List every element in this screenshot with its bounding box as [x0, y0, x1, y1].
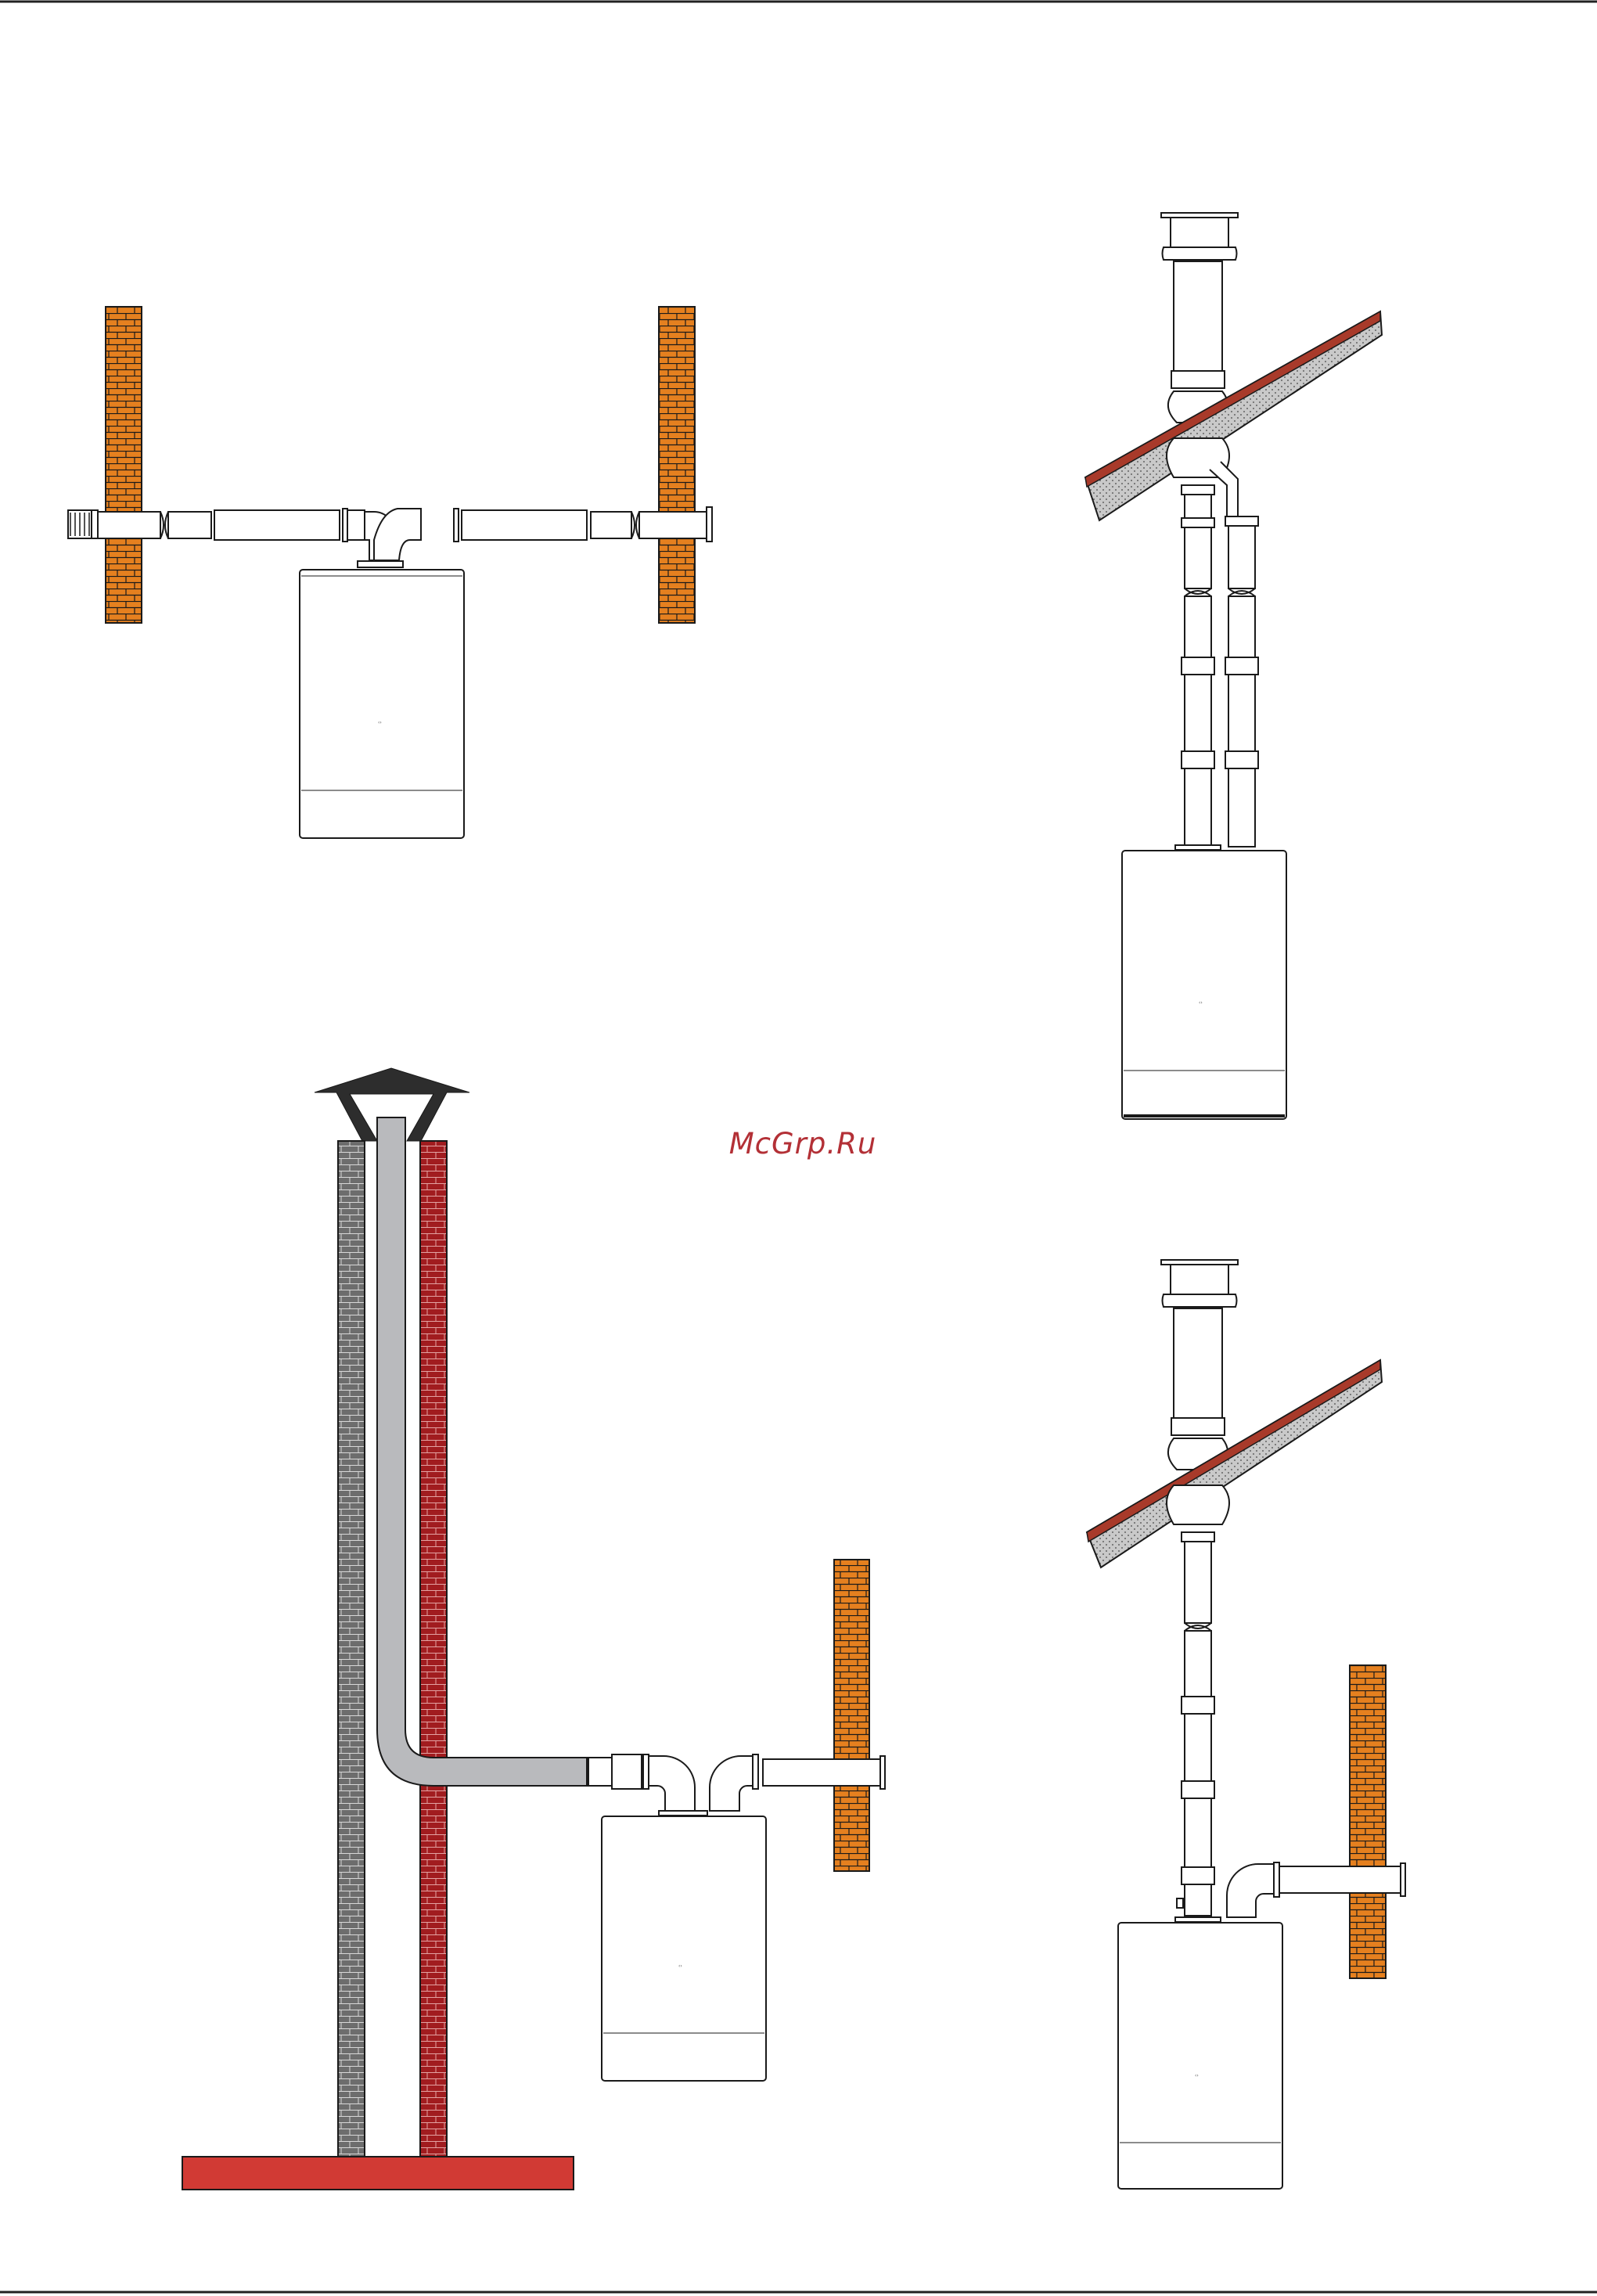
roof-terminal: [1161, 213, 1238, 423]
left-elbow: [347, 510, 365, 540]
boiler-label: ‹›: [1195, 2073, 1199, 2078]
right-brick-wall: [834, 1560, 869, 1871]
boiler: [1122, 851, 1286, 1119]
diagram-vertical-concentric-roof: ‹›: [1087, 1260, 1405, 2189]
chimney-gray-wall: [338, 1141, 365, 2157]
left-brick-wall: [106, 307, 142, 623]
boiler: [300, 561, 464, 838]
vertical-twin-pipes: [1167, 438, 1258, 850]
diagram-horizontal-twin-pipe: ‹›: [68, 307, 712, 838]
boiler: [602, 1816, 766, 2081]
vertical-pipe: [1167, 1485, 1229, 1922]
right-brick-wall: [659, 307, 695, 623]
right-brick-wall: [1350, 1665, 1386, 1978]
horizontal-pipe-run: [68, 507, 712, 560]
pitched-roof: [1087, 1360, 1382, 1567]
roof-terminal: [1161, 1260, 1238, 1470]
diagram-chimney-liner: ‹›: [182, 1068, 885, 2190]
boiler-label: ‹›: [1199, 1000, 1203, 1006]
boiler-label: ‹›: [678, 1963, 682, 1969]
boiler: [1118, 1923, 1282, 2189]
boiler-label: ‹›: [378, 720, 382, 725]
watermark-text: McGrp.Ru: [725, 1127, 881, 1161]
chimney-base-slab: [182, 2157, 574, 2190]
chimney-red-wall: [420, 1141, 447, 2157]
diagram-vertical-twin-roof: ‹›: [1085, 213, 1382, 1119]
flue-liner: [377, 1117, 587, 1786]
